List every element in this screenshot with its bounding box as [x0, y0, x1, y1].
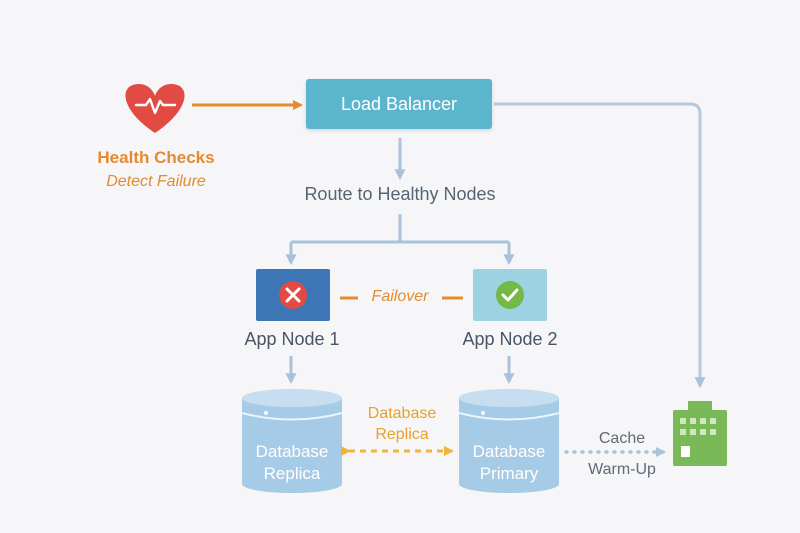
- app-node-1-label: App Node 1: [244, 329, 340, 349]
- database-primary-line1: Database: [472, 442, 546, 461]
- cache-warmup-line1: Cache: [598, 430, 646, 447]
- replication-label: Database Replica: [340, 403, 464, 445]
- health-checks-title: Health Checks: [97, 148, 215, 167]
- load-balancer-box: Load Balancer: [306, 79, 492, 129]
- database-primary-label: Database Primary: [457, 441, 561, 485]
- server-building-icon: [673, 401, 727, 466]
- x-circle-icon: [279, 281, 307, 309]
- check-circle-icon: [496, 281, 524, 309]
- database-replica-line1: Database: [255, 442, 329, 461]
- database-replica-line2: Replica: [263, 464, 321, 483]
- health-checks-subtitle: Detect Failure: [106, 173, 206, 190]
- lb-to-cache-connector: [494, 102, 706, 389]
- replication-label-line2: Replica: [375, 426, 429, 443]
- database-primary-line2: Primary: [479, 464, 539, 483]
- database-primary-cylinder: [458, 389, 560, 493]
- route-label: Route to Healthy Nodes: [304, 184, 496, 204]
- app-node-2-box: [473, 269, 547, 321]
- failover-label: Failover: [371, 288, 429, 305]
- app-node-2-label: App Node 2: [462, 329, 558, 349]
- cache-warmup-label: Cache Warm-Up: [575, 423, 669, 485]
- load-balancer-label: Load Balancer: [340, 93, 458, 114]
- database-replica-cylinder: [241, 389, 343, 493]
- heart-pulse-icon: [125, 84, 185, 133]
- replication-label-line1: Database: [367, 405, 437, 422]
- cache-warmup-line2: Warm-Up: [588, 461, 656, 478]
- app-node-1-box: [256, 269, 330, 321]
- route-split-connector: [291, 214, 509, 244]
- database-replica-label: Database Replica: [240, 441, 344, 485]
